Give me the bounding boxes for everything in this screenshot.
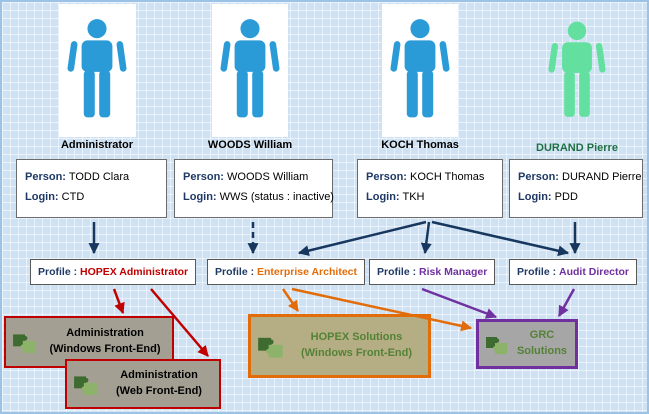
puzzle-icon [74, 376, 97, 395]
puzzle-icon [13, 334, 36, 353]
arrow-hopex-admin-to-admin-windows [112, 288, 125, 315]
profile-label: Profile : [517, 266, 557, 278]
arrow-koch-to-risk-manager [420, 221, 432, 255]
person-name-label: DURAND Pierre [536, 142, 618, 154]
arrow-enterprise-architect-to-hopex-solutions [281, 288, 300, 312]
arrow-audit-director-to-grc [557, 288, 576, 317]
arrow-koch-to-enterprise-architect [297, 220, 427, 256]
person-label: Person: [25, 171, 66, 183]
person-info-box: Person: TODD Clara Login: CTD [16, 159, 167, 218]
app-name: GRC [529, 329, 555, 342]
login-value: CTD [61, 191, 85, 203]
login-label: Login: [518, 191, 552, 203]
person-figure-icon [390, 19, 450, 118]
person-info-box: Person: DURAND Pierre Login: PDD [509, 159, 643, 218]
puzzle-icon [258, 337, 283, 358]
app-box-hopex-solutions: HOPEX Solutions (Windows Front-End) [248, 314, 431, 378]
person-name-label: WOODS William [207, 139, 293, 151]
profile-box-risk-manager: Profile : Risk Manager [369, 259, 496, 285]
app-subtitle: (Web Front-End) [116, 385, 202, 397]
profile-value: Audit Director [559, 266, 630, 278]
person-name-label: KOCH Thomas [381, 139, 459, 151]
profile-value: Risk Manager [419, 266, 488, 278]
profile-value: HOPEX Administrator [80, 266, 189, 278]
person-label: Person: [183, 171, 224, 183]
person-value: WOODS William [227, 171, 309, 183]
person-label: Person: [518, 171, 559, 183]
person-figure-icon [548, 21, 606, 117]
arrow-risk-manager-to-grc [421, 287, 498, 319]
person-value: TODD Clara [68, 171, 130, 183]
app-subtitle: (Windows Front-End) [300, 347, 413, 359]
login-label: Login: [183, 191, 217, 203]
person-figure-icon [220, 19, 280, 118]
puzzle-icon [486, 337, 507, 354]
app-subtitle: Solutions [516, 345, 568, 357]
person-name-label: Administrator [60, 139, 134, 151]
app-name: Administration [66, 327, 144, 340]
app-name: Administration [120, 369, 198, 382]
person-info-box: Person: KOCH Thomas Login: TKH [357, 159, 503, 218]
person-label: Person: [366, 171, 407, 183]
profile-box-hopex-administrator: Profile : HOPEX Administrator [30, 259, 197, 285]
person-value: DURAND Pierre [562, 171, 642, 183]
login-label: Login: [25, 191, 59, 203]
profile-box-enterprise-architect: Profile : Enterprise Architect [207, 259, 365, 285]
login-label: Login: [366, 191, 400, 203]
person-value: KOCH Thomas [410, 171, 485, 183]
person-figure-icon [67, 19, 127, 118]
profile-label: Profile : [38, 266, 78, 278]
app-box-administration-web: Administration (Web Front-End) [65, 359, 221, 409]
app-subtitle: (Windows Front-End) [49, 343, 161, 355]
arrow-koch-to-audit-director [431, 220, 570, 257]
profile-box-audit-director: Profile : Audit Director [509, 259, 638, 285]
person-info-box: Person: WOODS William Login: WWS (status… [174, 159, 334, 218]
login-value: TKH [402, 191, 425, 203]
login-value: WWS (status : inactive) [219, 191, 334, 203]
login-value: PDD [554, 191, 578, 203]
profile-value: Enterprise Architect [257, 266, 357, 278]
profile-label: Profile : [215, 266, 255, 278]
profile-label: Profile : [377, 266, 417, 278]
app-name: HOPEX Solutions [310, 331, 403, 344]
app-box-grc-solutions: GRC Solutions [476, 319, 578, 369]
